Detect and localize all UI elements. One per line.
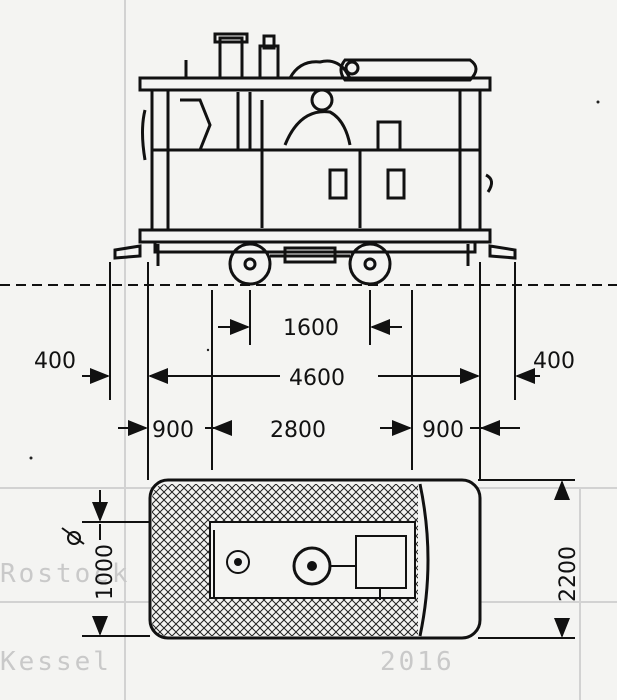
background-label-3: 2016 — [380, 647, 455, 677]
print-specks — [29, 100, 600, 460]
background-label-2: Kessel — [0, 647, 112, 677]
dim-center-span: 2800 — [270, 418, 326, 443]
dim-overhang-right: 900 — [422, 418, 464, 443]
dim-wheelbase: 1600 — [283, 316, 339, 341]
dim-bunker-height: 1000 — [93, 544, 118, 600]
dim-overhang-left: 900 — [152, 418, 194, 443]
dim-width: 2200 — [556, 546, 581, 602]
dim-overall-length: 4600 — [289, 366, 345, 391]
dim-buffer-left: 400 — [34, 349, 76, 374]
dimension-arrows — [82, 319, 575, 639]
locomotive-plan-view — [61, 478, 482, 640]
dim-buffer-right: 400 — [533, 349, 575, 374]
locomotive-side-view — [113, 32, 517, 286]
